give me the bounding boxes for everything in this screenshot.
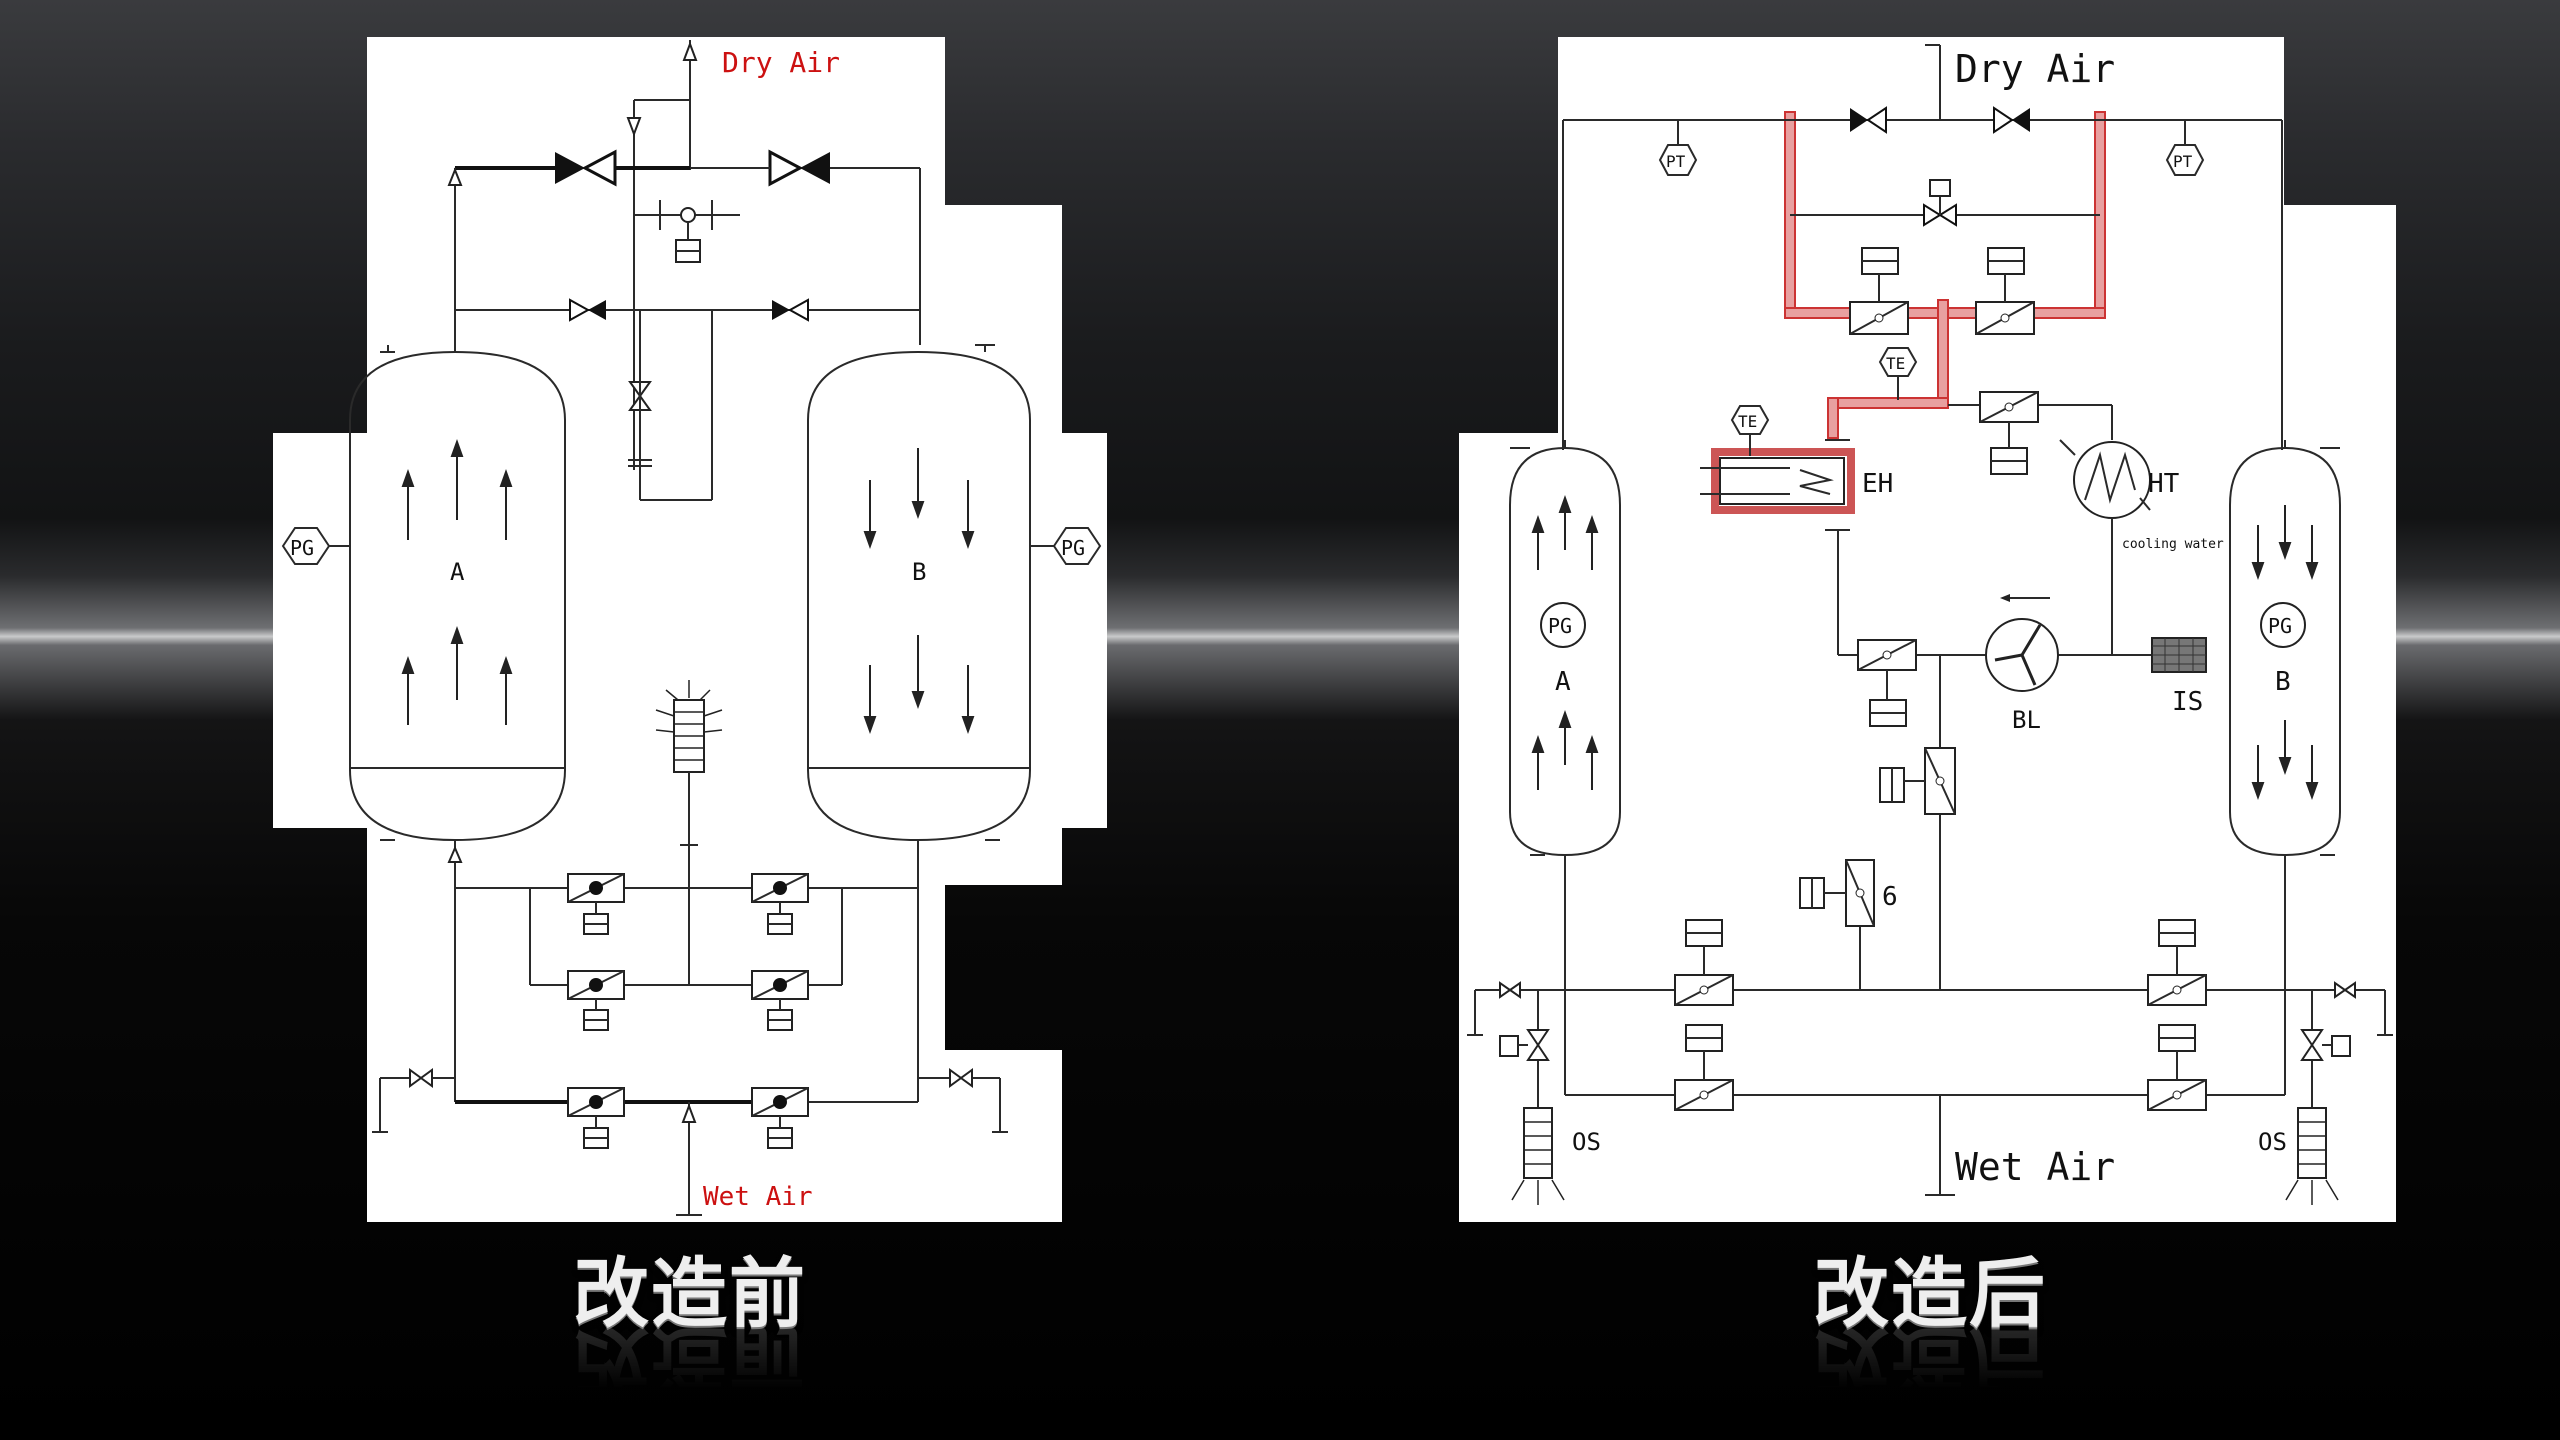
tower-a-label: A: [450, 558, 465, 586]
solenoid-valve-icon: [567, 873, 625, 935]
caption-before: 改造前: [573, 1249, 807, 1338]
pg-gauge-left-label: PG: [290, 536, 314, 560]
wet-air-label: Wet Air: [703, 1182, 813, 1212]
os-left-label: OS: [1572, 1128, 1601, 1156]
pt-sensor-right-label: PT: [2173, 152, 2193, 171]
tower-b-label: B: [2275, 667, 2291, 697]
dry-air-label: Dry Air: [722, 46, 840, 79]
caption-before-reflection: 改造前: [573, 1316, 807, 1405]
pg-gauge-right-label: PG: [2268, 614, 2292, 638]
valve-icon: [555, 152, 585, 184]
tower-b-label: B: [912, 558, 926, 586]
te-sensor-top-label: TE: [1886, 354, 1905, 373]
wet-air-label: Wet Air: [1955, 1145, 2115, 1189]
pt-sensor-left-label: PT: [1666, 152, 1686, 171]
te-sensor-left-label: TE: [1738, 412, 1757, 431]
before-panel-right-ext: [1060, 433, 1107, 828]
cooling-water-label: cooling water: [2122, 537, 2224, 552]
dry-air-label: Dry Air: [1955, 47, 2115, 91]
bl-label: BL: [2012, 706, 2041, 734]
ht-label: HT: [2148, 469, 2180, 499]
caption-after: 改造后: [1813, 1249, 2047, 1338]
caption-after-reflection: 改造后: [1813, 1316, 2047, 1405]
before-panel-main: [367, 37, 945, 1222]
eh-label: EH: [1862, 469, 1893, 499]
pg-gauge-left-label: PG: [1548, 614, 1572, 638]
before-panel-left-wing: [273, 433, 373, 828]
valve-6-label: 6: [1882, 882, 1898, 912]
pg-gauge-right-label: PG: [1061, 536, 1085, 560]
tower-a-label: A: [1555, 667, 1571, 697]
os-right-label: OS: [2258, 1128, 2287, 1156]
is-label: IS: [2172, 687, 2203, 717]
